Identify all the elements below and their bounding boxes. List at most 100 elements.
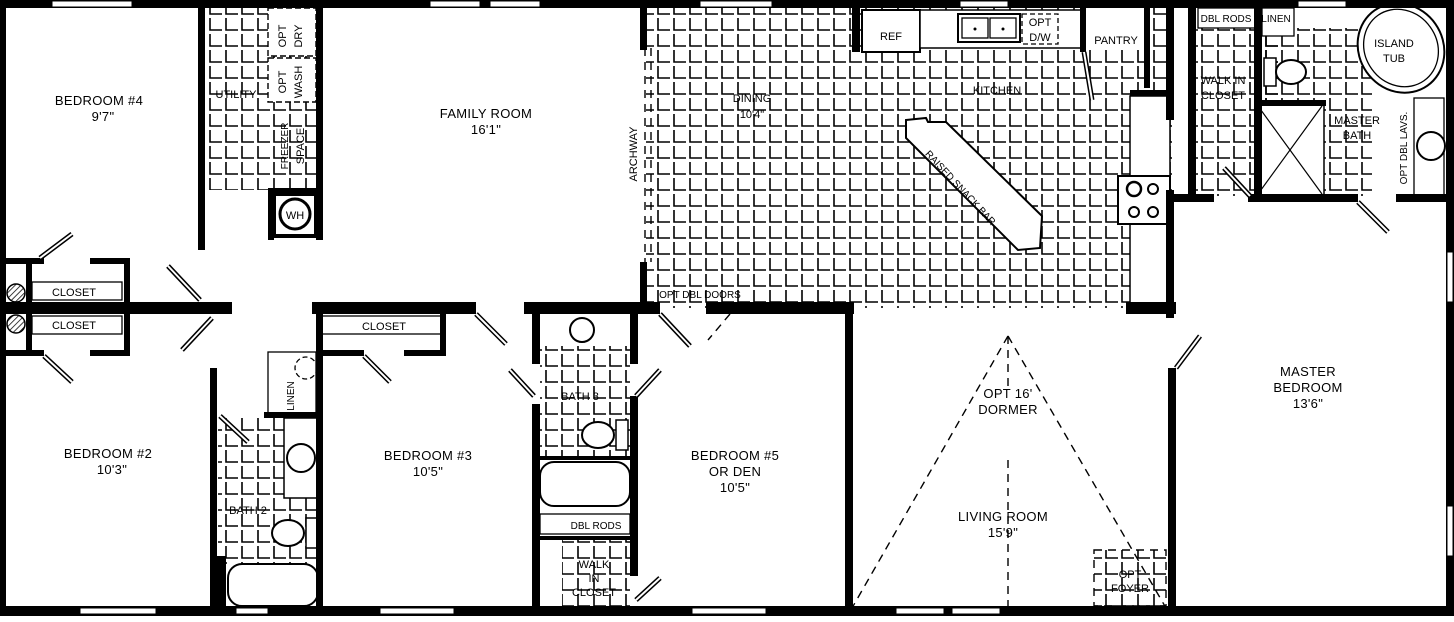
label-opt-dry-2: DRY — [293, 24, 305, 48]
opt-dishwasher — [1021, 13, 1059, 45]
label-bedroom2-name: BEDROOM #2 — [64, 446, 152, 461]
bath2-sink-icon — [286, 443, 316, 473]
opt-door-swing — [707, 313, 731, 341]
raised-snack-bar — [905, 116, 1044, 252]
window — [379, 607, 455, 615]
dormer-left-line — [851, 335, 1009, 609]
label-master-bedroom-name2: BEDROOM — [1273, 380, 1342, 395]
opt-foyer-outline — [1093, 549, 1167, 607]
label-bedroom2-size: 10'3" — [97, 462, 127, 477]
label-walk-in-master-2: CLOSET — [1201, 90, 1245, 102]
label-walk-in-b5-2: IN — [589, 573, 600, 585]
opt-dryer — [267, 7, 317, 57]
master-sink-icon — [1416, 131, 1446, 161]
label-utility: UTILITY — [216, 89, 258, 101]
window — [691, 607, 767, 615]
label-walk-in-b5-3: CLOSET — [572, 587, 616, 599]
label-bedroom3-name: BEDROOM #3 — [384, 448, 472, 463]
label-bedroom5-size: 10'5" — [720, 480, 750, 495]
label-bedroom3-size: 10'5" — [413, 464, 443, 479]
pipe-chase-icon — [6, 314, 26, 334]
bath2-toilet-icon — [271, 519, 305, 547]
walk-in-b5-tile-floor — [562, 540, 630, 606]
label-freezer-1: FREEZER — [280, 123, 291, 170]
label-archway: ARCHWAY — [628, 126, 640, 182]
label-island-tub-1: ISLAND — [1374, 38, 1414, 50]
label-linen-bath2: LINEN — [286, 381, 297, 410]
label-linen-master: LINEN — [1261, 14, 1290, 25]
dormer-right-line — [1007, 335, 1167, 609]
window — [429, 0, 481, 8]
window — [489, 0, 541, 8]
label-foyer-1: OPT — [1119, 569, 1142, 581]
linen-cabinet — [1261, 7, 1295, 37]
label-opt-dbl-doors: OPT DBL DOORS — [659, 290, 741, 301]
label-living-room-size: 15'9" — [988, 525, 1018, 540]
label-master-bath-1: MASTER — [1334, 115, 1380, 127]
label-ref: REF — [880, 31, 902, 43]
exterior-wall-right — [1446, 0, 1454, 616]
window — [79, 607, 157, 615]
label-opt-wash-2: WASH — [293, 66, 305, 99]
label-family-room-size: 16'1" — [471, 122, 501, 137]
optional-lines — [644, 48, 1167, 609]
window — [959, 0, 1009, 8]
label-master-bedroom-size: 13'6" — [1293, 396, 1323, 411]
label-living-room-name: LIVING ROOM — [958, 509, 1048, 524]
window — [1446, 251, 1454, 303]
hall-wall — [0, 302, 232, 314]
foyer-tile-floor — [1094, 550, 1166, 606]
label-kitchen: KITCHEN — [973, 85, 1021, 97]
bath2-tub-icon — [227, 563, 319, 607]
bath3-tub-icon — [539, 461, 631, 507]
label-opt-wash-1: OPT — [277, 70, 289, 93]
label-closet-a: CLOSET — [52, 287, 96, 299]
label-opt-dbl-lavs: OPT DBL LAVS. — [1399, 112, 1410, 185]
doors — [38, 51, 1390, 602]
label-freezer-2: SPACE — [295, 128, 307, 164]
island-tub-icon — [1356, 2, 1446, 94]
window — [895, 607, 945, 615]
label-closet-c: CLOSET — [362, 321, 406, 333]
label-water-heater: WH — [286, 210, 304, 222]
label-dining-size: 10'4" — [740, 109, 764, 121]
window — [1446, 505, 1454, 557]
label-dormer-2: DORMER — [978, 402, 1038, 417]
fixtures — [6, 2, 1446, 607]
label-dormer-1: OPT 16' — [983, 386, 1032, 401]
label-opt-dry-1: OPT — [277, 24, 289, 47]
label-dining-name: DINING — [733, 93, 772, 105]
label-bath3: BATH 3 — [561, 391, 599, 403]
windows — [51, 0, 1454, 615]
bath3-sink-icon — [569, 317, 595, 343]
label-bedroom5-name2: OR DEN — [709, 464, 761, 479]
window — [235, 607, 269, 615]
label-bedroom4-size: 9'7" — [92, 109, 115, 124]
opt-washer — [267, 57, 317, 103]
window — [51, 0, 133, 8]
label-master-bath-2: BATH — [1343, 130, 1372, 142]
bath3-toilet-icon — [581, 421, 615, 449]
label-island-tub-2: TUB — [1383, 53, 1405, 65]
label-bedroom4-name: BEDROOM #4 — [55, 93, 143, 108]
window — [951, 607, 1001, 615]
water-heater-icon — [278, 197, 312, 231]
label-foyer-2: FOYER — [1111, 583, 1149, 595]
label-bedroom5-name: BEDROOM #5 — [691, 448, 779, 463]
label-opt-dw-2: D/W — [1029, 32, 1051, 44]
master-toilet-icon — [1275, 59, 1307, 85]
refrigerator — [861, 9, 921, 53]
label-walk-in-b5-1: WALK — [579, 559, 610, 571]
label-family-room-name: FAMILY ROOM — [440, 106, 532, 121]
label-dbl-rods-master: DBL RODS — [1201, 14, 1252, 25]
label-walk-in-master-1: WALK IN — [1201, 75, 1246, 87]
label-dbl-rods-b5: DBL RODS — [571, 521, 622, 532]
label-bath2: BATH 2 — [229, 505, 267, 517]
window — [699, 0, 773, 8]
range-stove-icon — [1117, 175, 1171, 225]
label-pantry: PANTRY — [1094, 35, 1138, 47]
label-opt-dw-1: OPT — [1029, 17, 1052, 29]
label-closet-b: CLOSET — [52, 320, 96, 332]
pipe-chase-icon — [6, 283, 26, 303]
